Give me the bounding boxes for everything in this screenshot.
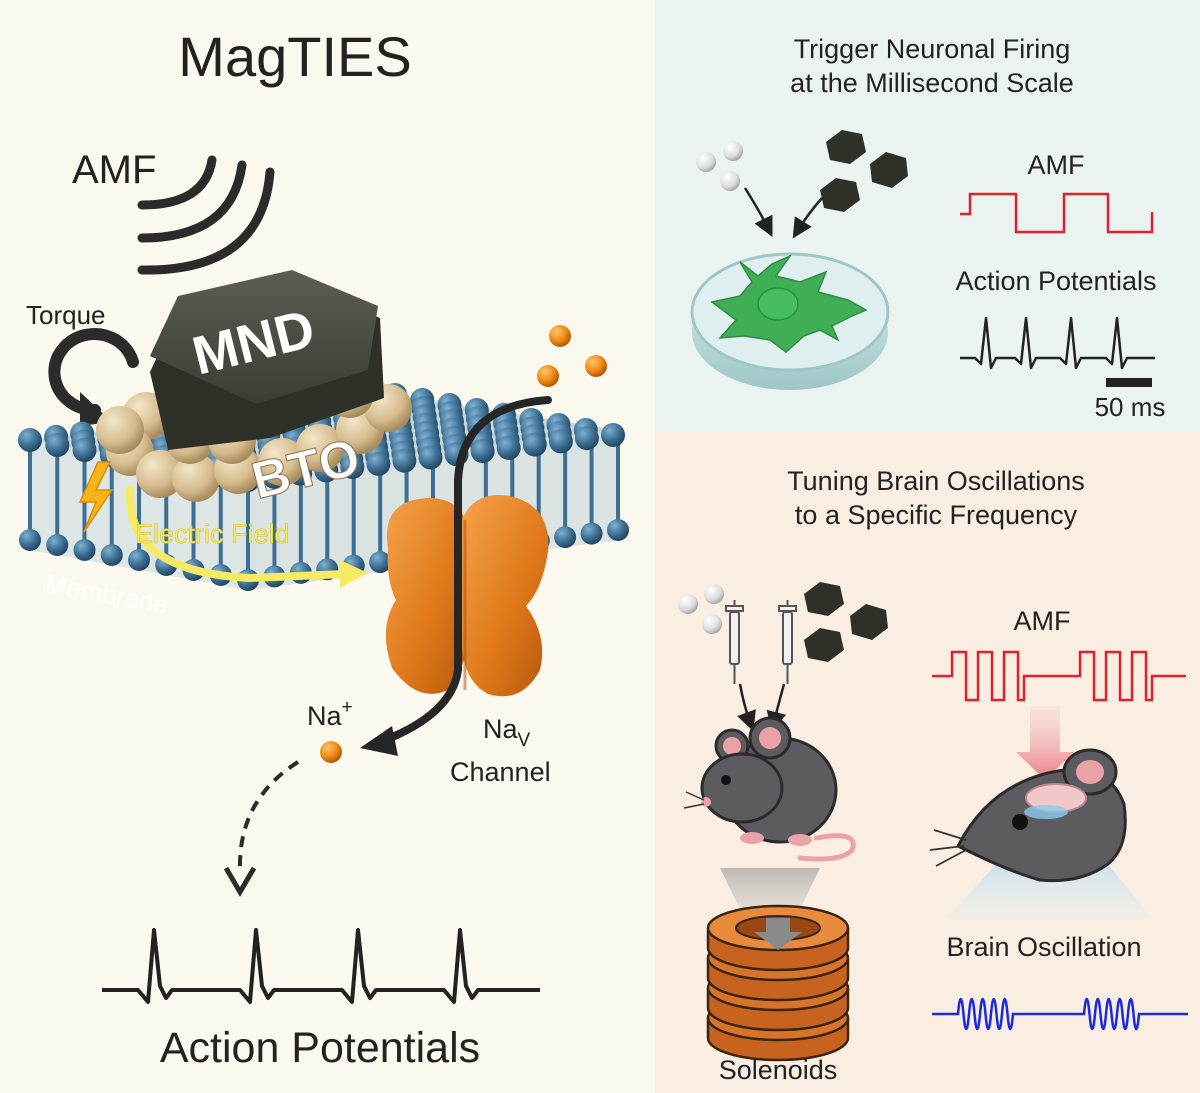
mnd-nanodiscs-top	[820, 130, 908, 212]
na-ions	[320, 325, 607, 763]
top-amf-wave	[960, 192, 1154, 234]
mouse-icon	[683, 716, 856, 862]
bottom-amf-wave	[932, 650, 1186, 702]
bottom-amf-label: AMF	[1014, 606, 1071, 636]
electric-field-label: Electric Field	[135, 519, 290, 549]
main-action-potentials-label: Action Potentials	[160, 1024, 480, 1072]
brain-oscillation-wave	[932, 997, 1188, 1031]
scale-bar	[1106, 378, 1152, 387]
bottom-title-line2: to a Specific Frequency	[795, 500, 1078, 530]
top-action-potentials-label: Action Potentials	[955, 266, 1156, 296]
solenoids-label: Solenoids	[719, 1055, 838, 1085]
membrane-label: Membrane	[43, 568, 171, 619]
electric-field-arrowhead	[340, 560, 368, 588]
channel-label: Channel	[450, 757, 551, 787]
main-title: MagTIES	[178, 25, 411, 88]
nav-channel	[385, 495, 549, 697]
ion-path	[376, 396, 552, 746]
scale-bar-label: 50 ms	[1095, 392, 1166, 422]
torque-label: Torque	[26, 300, 106, 330]
top-title-line2: at the Millisecond Scale	[790, 68, 1074, 98]
mnd-nanodiscs-bottom	[804, 582, 888, 662]
mnd-particle: MND	[150, 270, 384, 450]
top-arrow-left	[743, 187, 773, 237]
electric-field-arrow	[125, 486, 349, 583]
ion-path-arrowhead	[360, 726, 398, 756]
amf-wave-icon	[137, 155, 275, 275]
brain-oscillation-label: Brain Oscillation	[946, 932, 1141, 962]
main-action-potential-trace	[102, 928, 540, 1004]
bto-nanoparticles-top	[696, 141, 743, 191]
dashed-arrow	[237, 760, 300, 871]
bto-nanoparticles-bottom	[678, 584, 724, 634]
lightning-icon	[78, 461, 114, 533]
pink-arrow	[1016, 706, 1074, 780]
bottom-title-line1: Tuning Brain Oscillations	[787, 466, 1085, 496]
syringe-icon	[725, 600, 797, 684]
neuron-icon	[710, 254, 868, 353]
top-arrow-right	[792, 197, 823, 239]
nav-label: NaV	[483, 714, 531, 751]
top-action-potential-trace	[960, 316, 1155, 370]
top-title-line1: Trigger Neuronal Firing	[794, 34, 1071, 64]
bottom-arrow-left	[737, 683, 756, 732]
solenoid-icon	[706, 904, 850, 1062]
top-amf-label: AMF	[1028, 150, 1085, 180]
dashed-arrowhead	[223, 866, 257, 897]
head-fixed-mouse-icon	[929, 748, 1127, 883]
amf-label: AMF	[72, 148, 156, 192]
na-ion-label: Na+	[307, 697, 353, 731]
